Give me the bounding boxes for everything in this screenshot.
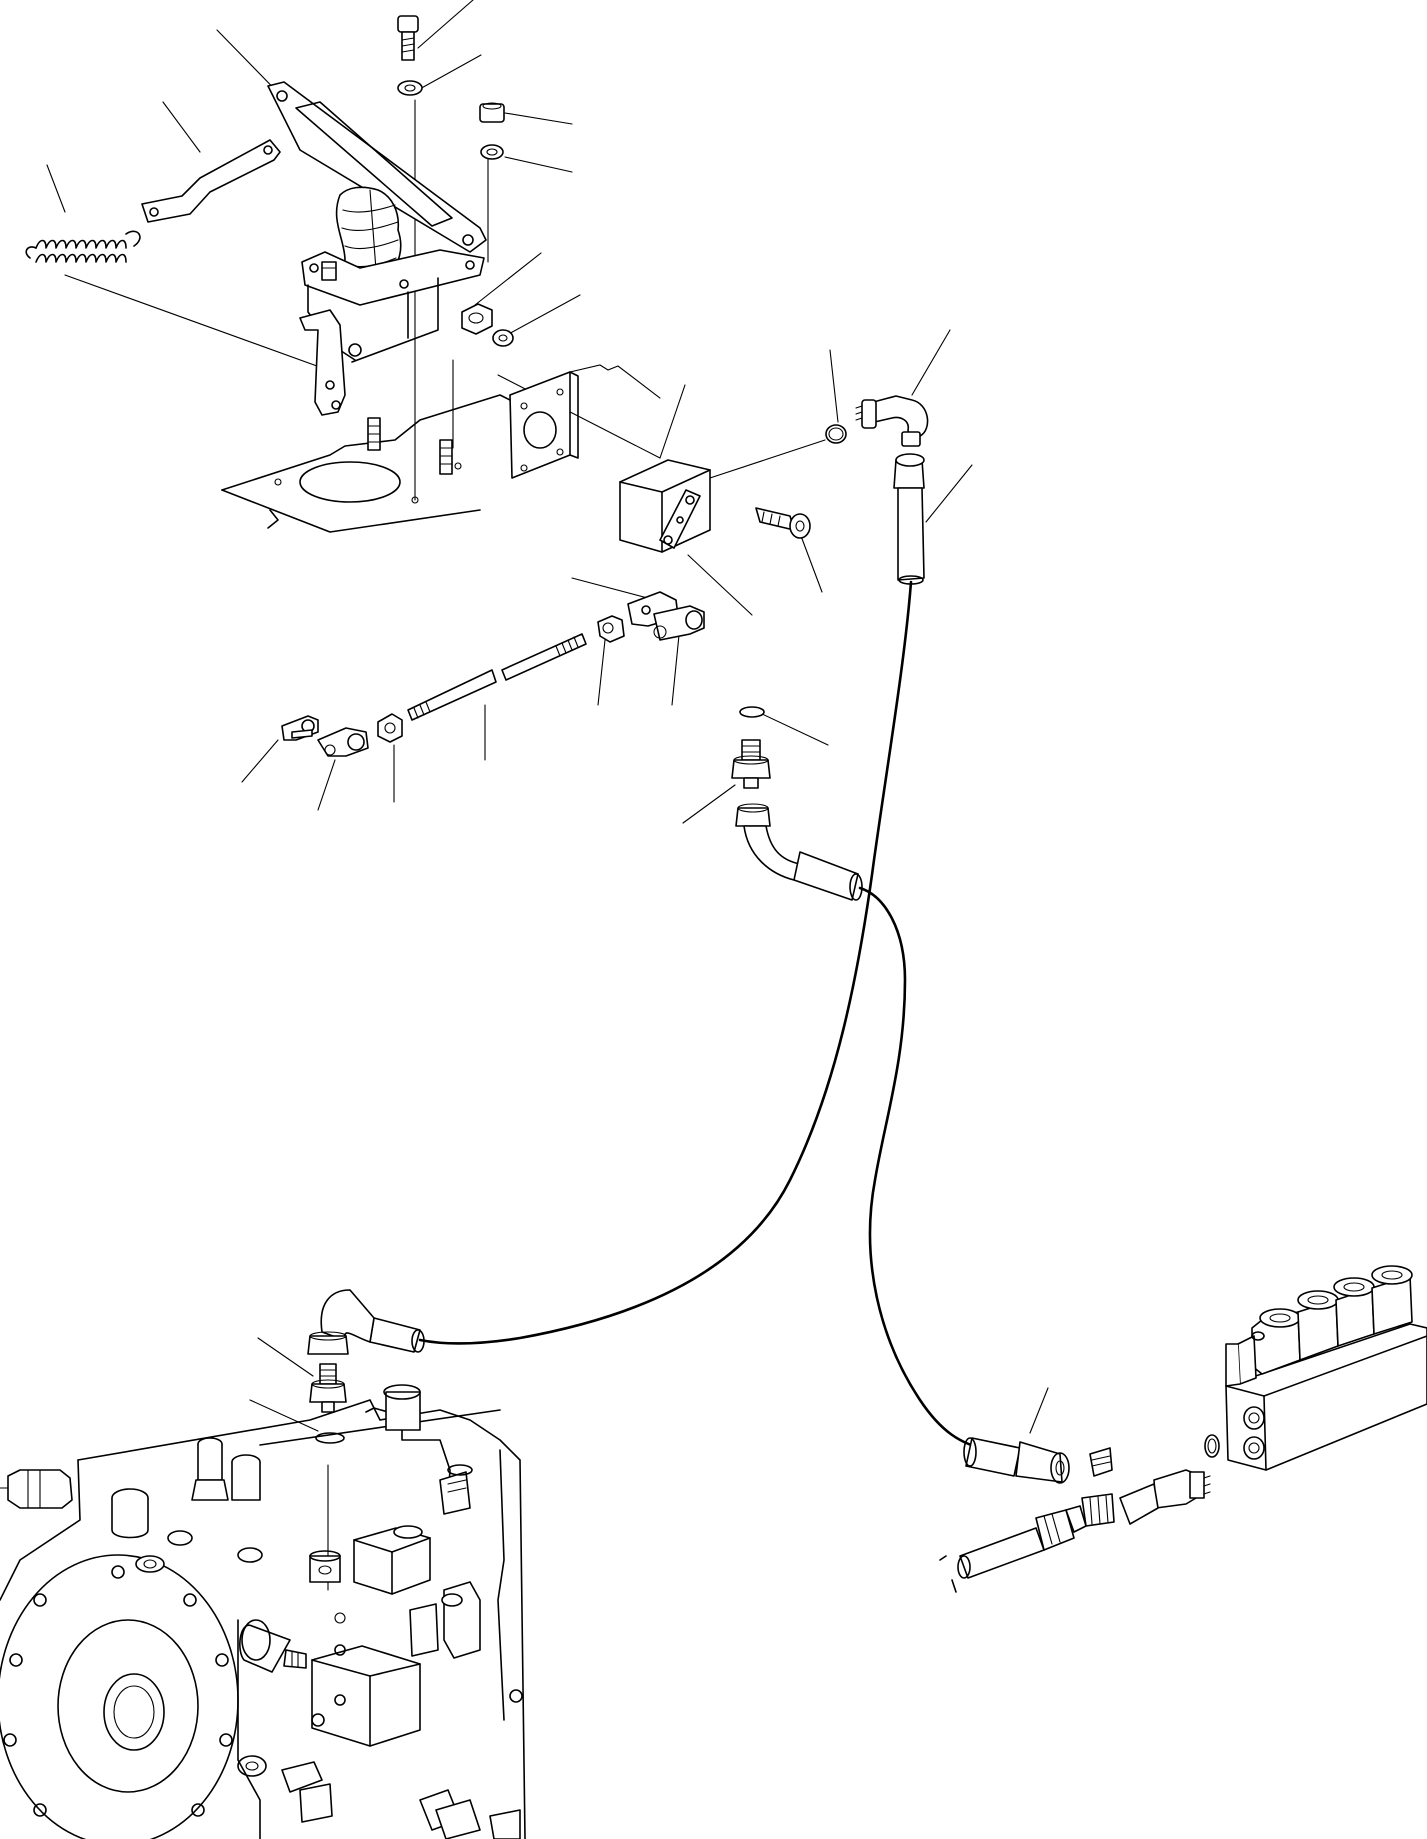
brake-pedal	[267, 81, 487, 253]
hose-straight	[893, 453, 925, 585]
leader-lines	[46, 0, 1049, 1434]
mounting-plate	[509, 364, 661, 479]
spring-link	[141, 139, 281, 223]
threaded-rod	[501, 633, 587, 681]
washer	[480, 144, 504, 160]
clevis	[317, 727, 369, 757]
brake-hose	[858, 886, 992, 1452]
hydraulic-pump	[0, 1384, 526, 1839]
pump-elbow	[307, 1289, 425, 1355]
pedal-bracket	[301, 249, 485, 306]
clevis-pin	[281, 715, 319, 741]
elbow-fitting	[735, 803, 863, 901]
o-ring	[1204, 1434, 1220, 1458]
threaded-rod	[407, 669, 497, 721]
lock-nut	[597, 615, 625, 643]
nut	[479, 102, 505, 123]
tee-fitting	[1081, 1447, 1211, 1527]
adapter-fitting	[309, 1363, 347, 1413]
o-ring	[739, 706, 765, 718]
return-spring	[25, 230, 141, 263]
hose-straight	[963, 1437, 1070, 1484]
adapter-fitting	[731, 739, 771, 789]
rubber-boot	[335, 186, 402, 285]
brake-valve	[619, 459, 711, 553]
control-valve-block	[1225, 1265, 1427, 1471]
stud	[439, 439, 453, 475]
elbow-fitting	[855, 395, 929, 447]
cap-screw	[755, 507, 811, 539]
hose-assembly	[939, 1505, 1087, 1593]
assembly-lines	[64, 99, 826, 1591]
washer	[492, 329, 514, 347]
nut	[461, 303, 493, 335]
pedal-arm	[299, 309, 346, 416]
cap-screw	[397, 15, 419, 61]
lock-nut	[377, 713, 403, 743]
floor-frame	[221, 394, 511, 533]
brake-hose	[418, 580, 913, 1345]
clevis	[627, 591, 705, 641]
washer	[397, 80, 423, 96]
brake-pedal-assembly	[267, 81, 487, 416]
